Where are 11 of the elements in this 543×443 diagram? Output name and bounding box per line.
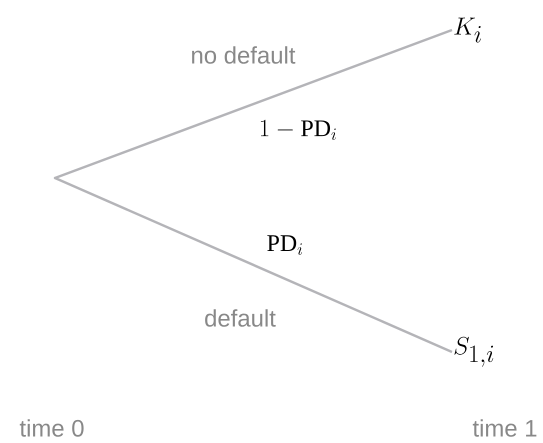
branch-line <box>54 176 452 354</box>
math-label: $K_i$ <box>454 18 481 43</box>
math-label: $S_{1,i}$ <box>454 336 494 367</box>
branch-point <box>54 176 56 180</box>
probability-label: $\mathrm{PD}_i$ <box>267 235 302 255</box>
time-label: time 0 <box>20 419 84 437</box>
time-label: time 1 <box>472 419 536 437</box>
branch-line <box>54 28 452 180</box>
edge-label: no default <box>192 46 296 64</box>
edge-label: default <box>205 309 276 327</box>
probability-label: $1-\mathrm{PD}_i$ <box>260 120 336 140</box>
